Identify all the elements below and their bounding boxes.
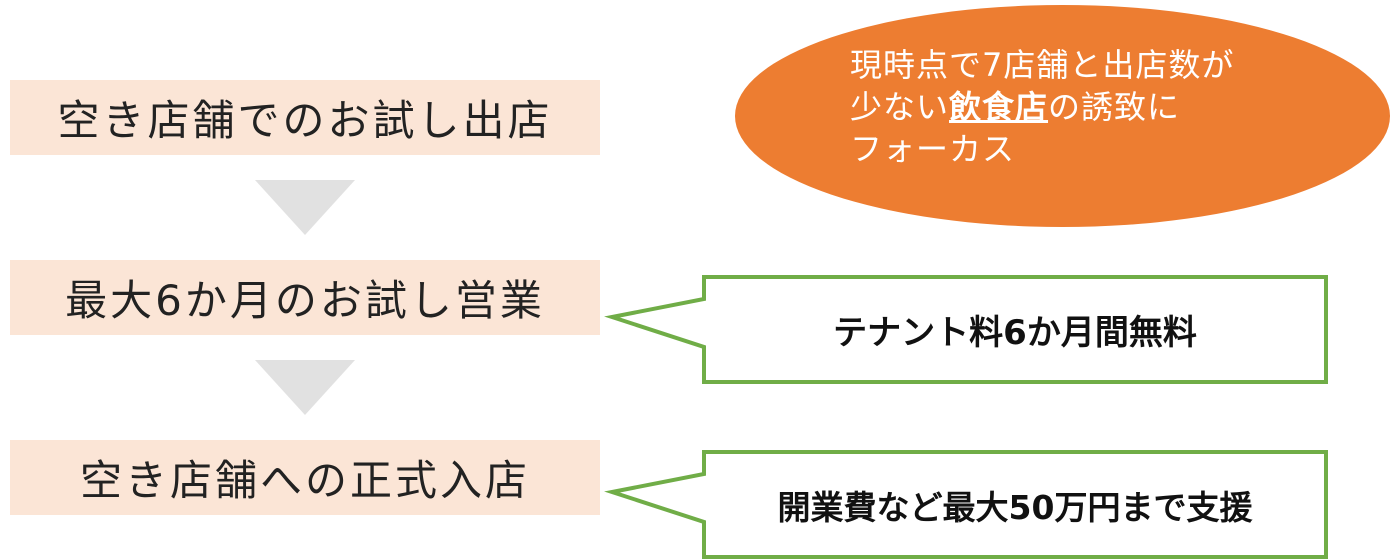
step-official-entry: 空き店舗への正式入店	[10, 440, 600, 515]
focus-ellipse	[735, 5, 1390, 227]
callout-opening-support: 開業費など最大50万円まで支援	[706, 454, 1324, 555]
step-trial-business: 最大6か月のお試し営業	[10, 260, 600, 335]
focus-line-1: 現時点で7店舗と出店数が	[850, 46, 1235, 84]
focus-line-2-post: の誘致に	[1048, 88, 1181, 126]
focus-line-2: 少ない飲食店の誘致に	[850, 86, 1310, 128]
callout-opening-support-text: 開業費など最大50万円まで支援	[777, 487, 1253, 527]
callout-tenant-fee: テナント料6か月間無料	[706, 279, 1324, 380]
focus-line-3: フォーカス	[850, 130, 1016, 168]
callout-tenant-fee-shape	[604, 275, 1328, 384]
step-trial-opening: 空き店舗でのお試し出店	[10, 80, 600, 155]
focus-highlight: 飲食店	[949, 88, 1049, 126]
down-arrow-icon	[255, 360, 355, 415]
focus-line-2-pre: 少ない	[850, 88, 950, 126]
callout-tenant-fee-text: テナント料6か月間無料	[833, 313, 1197, 353]
callout-opening-support-shape	[604, 450, 1328, 559]
down-arrow-icon	[255, 180, 355, 235]
step-trial-opening-label: 空き店舗でのお試し出店	[57, 96, 553, 145]
focus-text: 現時点で7店舗と出店数が 少ない飲食店の誘致に フォーカス	[850, 44, 1310, 170]
step-trial-business-label: 最大6か月のお試し営業	[65, 276, 545, 325]
step-official-entry-label: 空き店舗への正式入店	[79, 456, 530, 505]
